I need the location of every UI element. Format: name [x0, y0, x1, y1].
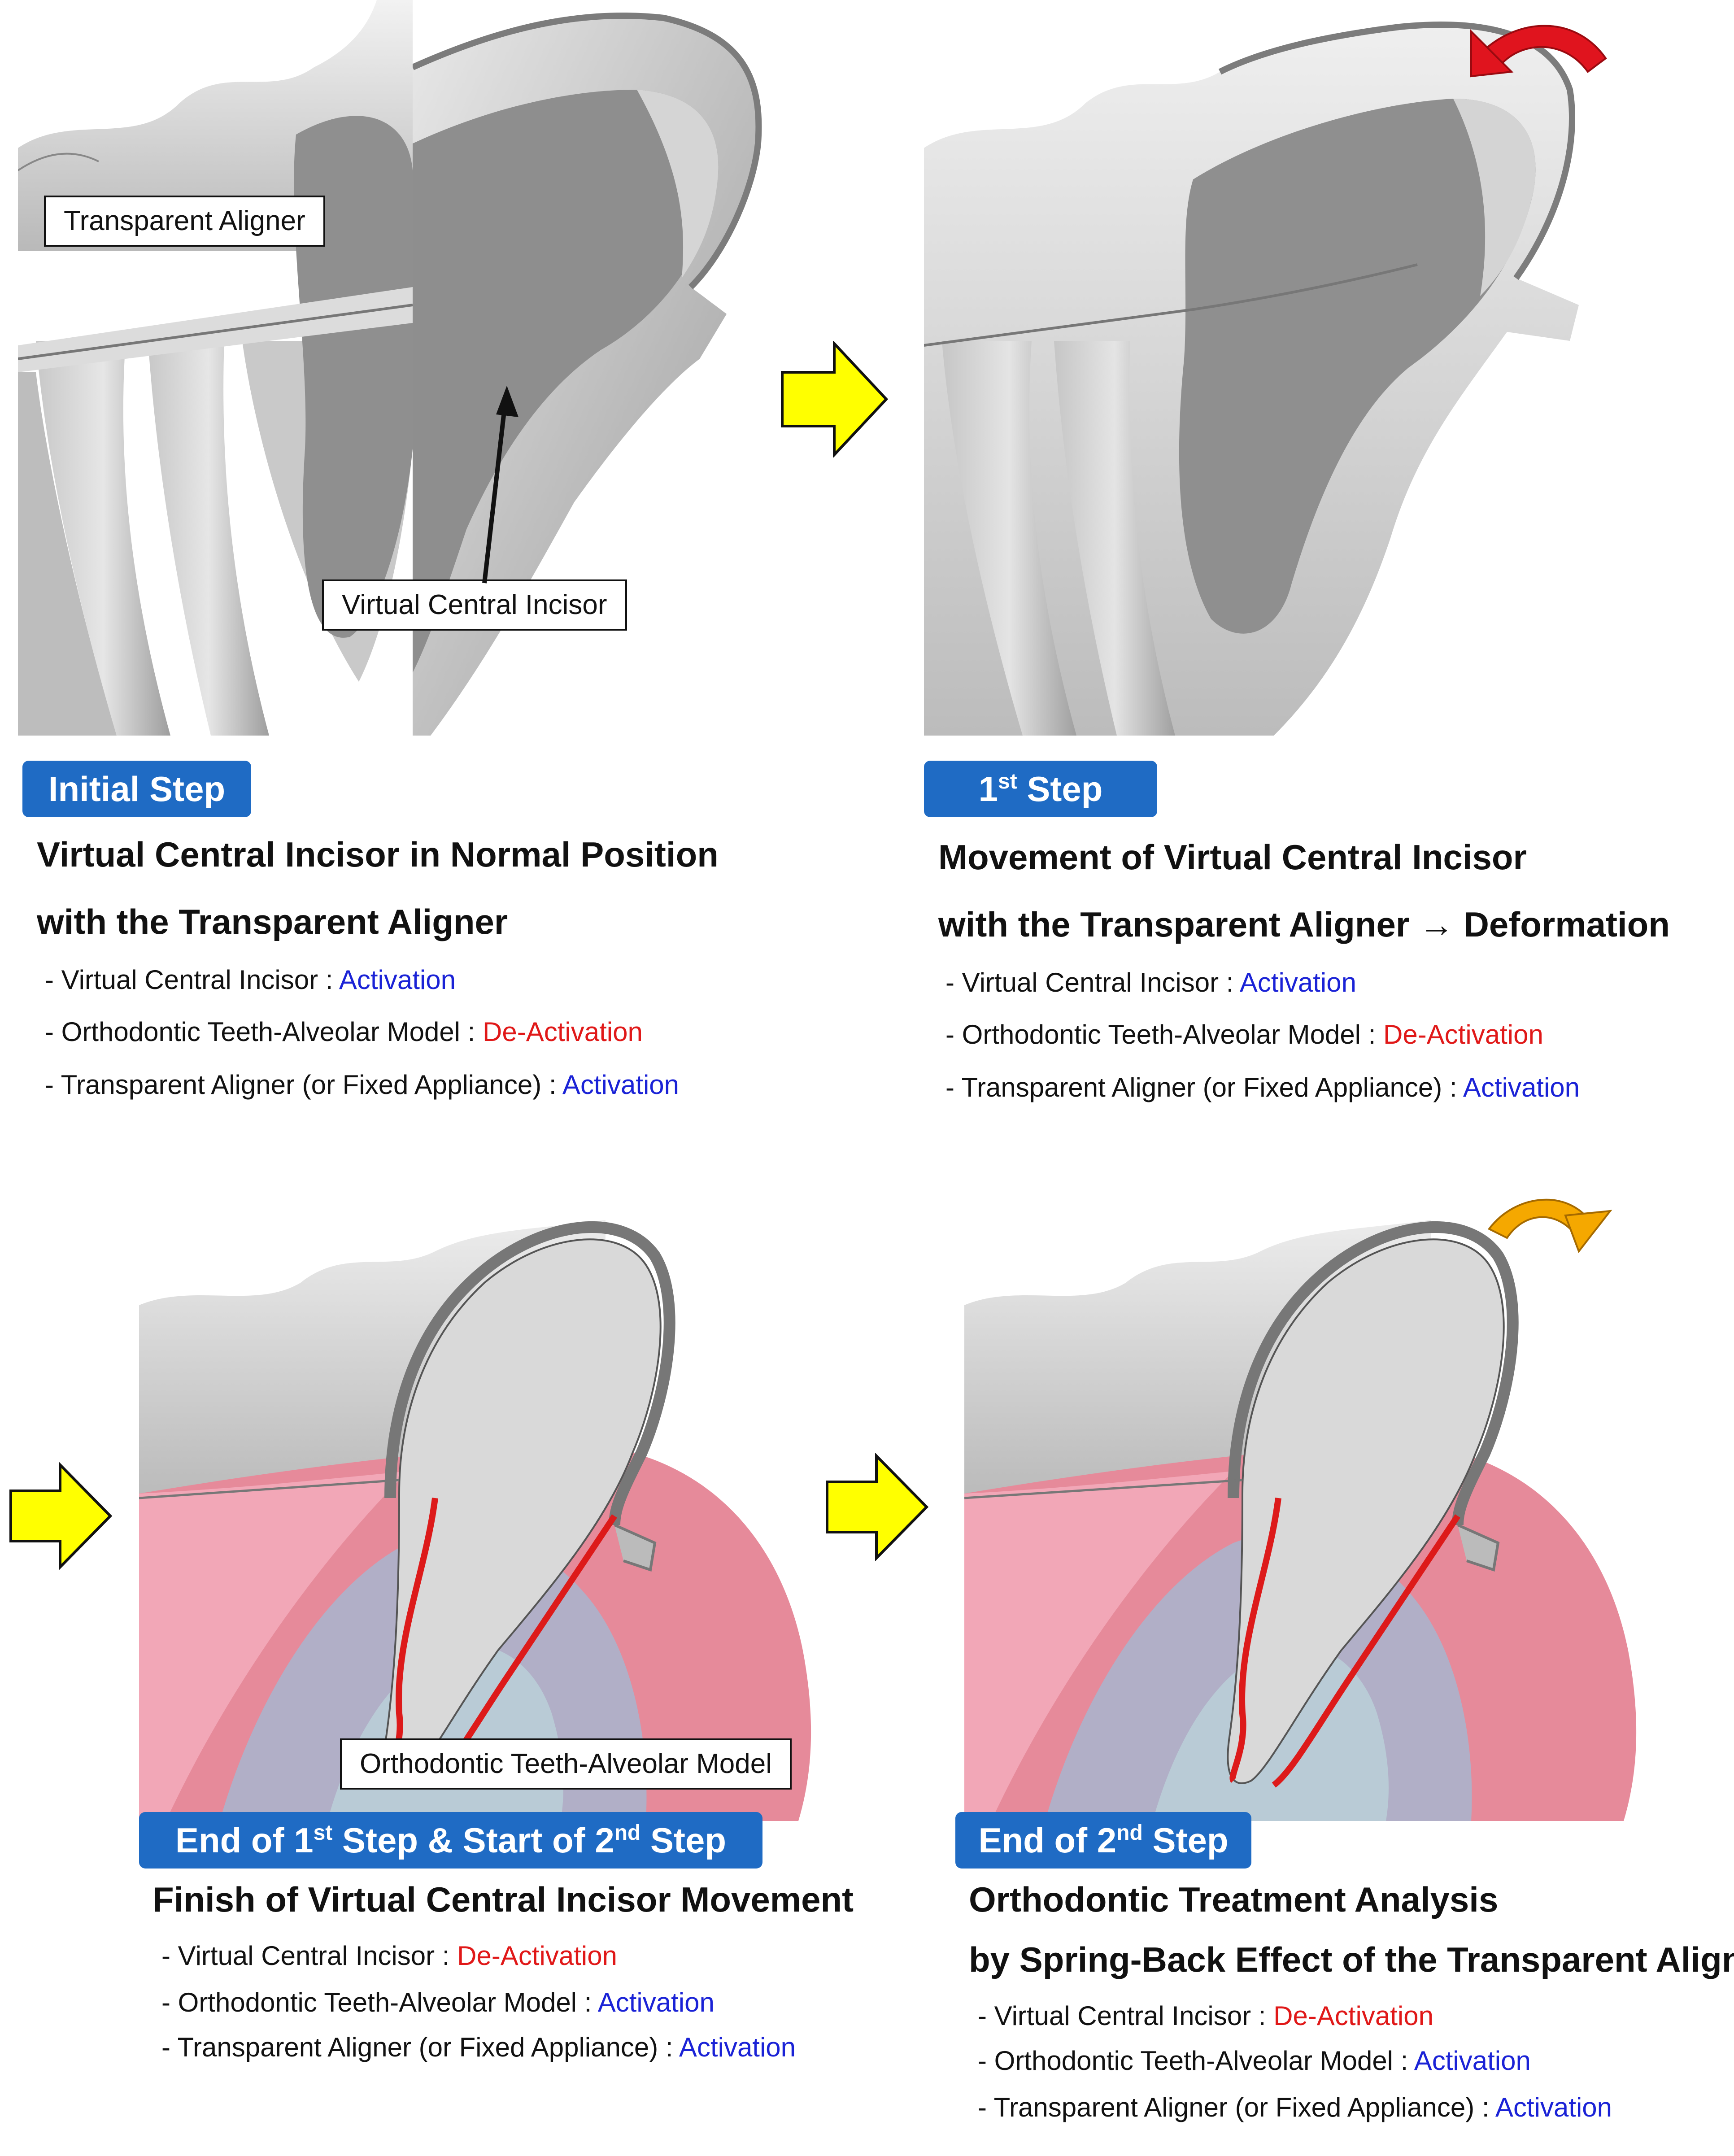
item-label: - Transparent Aligner (or Fixed Applianc…: [945, 1072, 1457, 1102]
orthodontic-teeth-alveolar-model-callout: Orthodontic Teeth-Alveolar Model: [340, 1738, 792, 1790]
status-item: - Transparent Aligner (or Fixed Applianc…: [45, 1069, 679, 1100]
item-status: Activation: [1239, 967, 1356, 997]
badge-superscript: nd: [1116, 1821, 1143, 1845]
item-status: Activation: [562, 1070, 680, 1100]
end-second-step-model-image: [964, 1202, 1646, 1821]
transparent-aligner-callout: Transparent Aligner: [44, 196, 325, 247]
status-item: - Transparent Aligner (or Fixed Applianc…: [945, 1072, 1580, 1103]
item-status: De-Activation: [1273, 2001, 1433, 2031]
badge-superscript: st: [313, 1821, 333, 1845]
end-first-step-model-image: [139, 1202, 821, 1821]
initial-step-badge: Initial Step: [22, 761, 251, 817]
step-arrow-icon: [9, 1462, 112, 1570]
item-status: De-Activation: [1383, 1019, 1543, 1050]
item-label: - Transparent Aligner (or Fixed Applianc…: [161, 2032, 673, 2062]
item-status: Activation: [1463, 1072, 1580, 1102]
badge-text: End of 1: [175, 1821, 314, 1860]
first-step-model-image: [924, 0, 1669, 745]
item-label: - Virtual Central Incisor :: [945, 967, 1234, 997]
item-label: - Orthodontic Teeth-Alveolar Model :: [978, 2046, 1408, 2076]
item-label: - Transparent Aligner (or Fixed Applianc…: [45, 1070, 557, 1100]
item-label: - Orthodontic Teeth-Alveolar Model :: [45, 1017, 475, 1047]
panel-heading: Virtual Central Incisor in Normal Positi…: [37, 835, 719, 874]
step-arrow-icon: [781, 341, 888, 457]
item-status: Activation: [1495, 2092, 1612, 2122]
status-item: - Virtual Central Incisor : De-Activatio…: [978, 2000, 1433, 2031]
status-item: - Virtual Central Incisor : Activation: [45, 964, 456, 995]
status-item: - Orthodontic Teeth-Alveolar Model : Act…: [161, 1987, 715, 2018]
item-status: Activation: [597, 1987, 715, 2017]
item-status: Activation: [339, 965, 456, 995]
step-arrow-icon: [826, 1453, 928, 1561]
status-item: - Orthodontic Teeth-Alveolar Model : De-…: [945, 1019, 1543, 1050]
rotation-arrow-icon: [1487, 1198, 1612, 1254]
badge-text: Step: [640, 1821, 727, 1860]
item-label: - Virtual Central Incisor :: [161, 1941, 450, 1971]
item-status: Activation: [1414, 2046, 1531, 2076]
item-label: - Orthodontic Teeth-Alveolar Model :: [945, 1019, 1376, 1050]
item-label: - Virtual Central Incisor :: [978, 2001, 1266, 2031]
panel-heading: by Spring-Back Effect of the Transparent…: [969, 1940, 1734, 1979]
badge-text: Step: [1017, 769, 1103, 809]
initial-step-model-image-right: [413, 0, 771, 745]
initial-step-model-image: [18, 0, 413, 745]
status-item: - Virtual Central Incisor : Activation: [945, 967, 1356, 998]
badge-text: Step & Start of 2: [332, 1821, 614, 1860]
pointer-arrow-icon: [482, 386, 518, 584]
status-item: - Transparent Aligner (or Fixed Applianc…: [978, 2092, 1612, 2123]
rotation-arrow-icon: [1470, 25, 1607, 78]
badge-text: End of 2: [978, 1821, 1117, 1860]
status-item: - Orthodontic Teeth-Alveolar Model : Act…: [978, 2045, 1531, 2076]
badge-text: 1: [978, 769, 998, 809]
virtual-central-incisor-callout: Virtual Central Incisor: [322, 579, 627, 631]
panel-heading: Orthodontic Treatment Analysis: [969, 1880, 1499, 1919]
badge-superscript: st: [998, 770, 1017, 793]
item-label: - Transparent Aligner (or Fixed Applianc…: [978, 2092, 1490, 2122]
status-item: - Transparent Aligner (or Fixed Applianc…: [161, 2032, 796, 2063]
panel-heading: Movement of Virtual Central Incisor: [938, 837, 1527, 877]
item-label: - Virtual Central Incisor :: [45, 965, 333, 995]
item-status: De-Activation: [457, 1941, 617, 1971]
panel-heading: Finish of Virtual Central Incisor Moveme…: [152, 1880, 854, 1919]
status-item: - Orthodontic Teeth-Alveolar Model : De-…: [45, 1016, 643, 1047]
badge-superscript: nd: [614, 1821, 641, 1845]
panel-heading: with the Transparent Aligner → Deformati…: [938, 905, 1670, 944]
panel-heading: with the Transparent Aligner: [37, 902, 508, 941]
item-label: - Orthodontic Teeth-Alveolar Model :: [161, 1987, 592, 2017]
item-status: De-Activation: [483, 1017, 643, 1047]
status-item: - Virtual Central Incisor : De-Activatio…: [161, 1940, 617, 1971]
badge-text: Step: [1142, 1821, 1229, 1860]
badge-text: Initial Step: [48, 769, 226, 809]
item-status: Activation: [679, 2032, 796, 2062]
